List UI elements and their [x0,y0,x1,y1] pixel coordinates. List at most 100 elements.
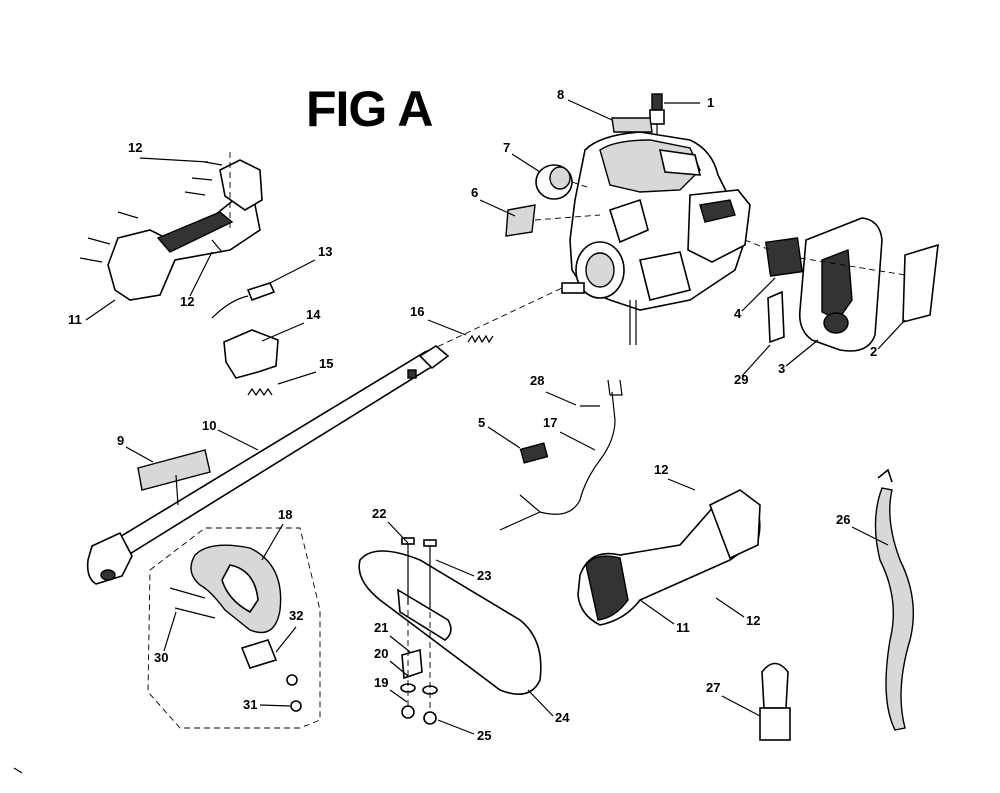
warning-label [611,117,653,133]
shaft-decal [137,449,211,491]
leader-line-c32 [275,626,297,653]
leader-line-c18 [261,523,284,561]
fuel-cap [535,164,591,200]
leader-line-c12c [667,478,696,491]
leader-line-c22 [387,521,409,544]
callout-c12d: 12 [746,613,760,628]
cover-label [902,243,939,324]
callout-c17: 17 [543,415,557,430]
callout-c24: 24 [555,710,570,725]
leader-line-c23 [435,559,475,577]
callout-c22: 22 [372,506,386,521]
callout-c10: 10 [202,418,216,433]
callout-c30: 30 [154,650,168,665]
callout-layer: 1234567891011111212121213141516171819202… [68,87,906,743]
callout-c19: 19 [374,675,388,690]
callout-c4: 4 [734,306,742,321]
callout-c15: 15 [319,356,333,371]
leader-line-c16 [427,319,467,336]
callout-c18: 18 [278,507,292,522]
leader-line-c11a [85,299,116,321]
callout-c32: 32 [289,608,303,623]
shoulder-strap [874,468,914,731]
callout-c31: 31 [243,697,257,712]
primer-label [505,204,536,237]
callout-c28: 28 [530,373,544,388]
throttle-cable [211,282,276,319]
leader-line-c12b [189,251,213,297]
leader-line-c10 [217,429,259,451]
leader-line-c4 [741,277,776,312]
callout-c21: 21 [374,620,388,635]
gearbox-housing [577,489,761,626]
leader-line-c2 [877,319,906,350]
drive-shaft [86,345,450,585]
callout-c13: 13 [318,244,332,259]
figure-title: FIG A [306,81,433,137]
callout-c12c: 12 [654,462,668,477]
leader-line-c17 [559,431,596,451]
callout-c26: 26 [836,512,850,527]
leader-line-c20 [389,660,409,677]
callout-c11b: 11 [676,620,690,635]
callout-c2: 2 [870,344,877,359]
leader-line-c3 [785,339,819,367]
leader-line-c6 [479,199,516,217]
callout-c9: 9 [117,433,124,448]
leader-line-c14 [261,322,305,342]
leader-line-c19 [389,689,408,703]
assist-handle-kit [147,527,321,729]
leader-line-c30 [163,611,177,652]
callout-c25: 25 [477,728,491,743]
callout-c14: 14 [306,307,321,322]
callout-c29: 29 [734,372,748,387]
foam-pad [767,290,785,344]
leader-line-c27 [721,695,761,717]
leader-line-c13 [269,259,316,284]
callout-c12a: 12 [128,140,142,155]
callout-c12b: 12 [180,294,194,309]
leader-line-c12d [715,597,745,618]
leader-line-c21 [389,635,411,653]
callout-c16: 16 [410,304,424,319]
callout-c27: 27 [706,680,720,695]
callout-c1: 1 [707,95,714,110]
callout-c23: 23 [477,568,491,583]
callout-c8: 8 [557,87,564,102]
handle-hardware [400,537,438,725]
stop-switch [519,442,549,464]
throttle-trigger [223,329,279,379]
callout-c5: 5 [478,415,485,430]
trigger-spring [247,387,273,397]
leader-line-c25 [437,719,475,735]
callout-c6: 6 [471,185,478,200]
air-filter [764,237,804,277]
spark-plug-wrench [759,662,791,741]
throttle-housing [107,159,263,301]
leader-line-c26 [851,526,889,546]
ignition-wire [499,379,623,531]
callout-c3: 3 [778,361,785,376]
callout-c11a: 11 [68,312,82,327]
leader-line-c28 [545,391,577,406]
air-filter-cover [798,217,883,352]
leader-line-c15 [277,371,317,385]
leader-line-c11b [639,599,675,625]
leader-line-c7 [511,153,541,173]
callout-c7: 7 [503,140,510,155]
leader-line-c8 [567,99,613,121]
stray-mark [13,767,23,774]
leader-line-c12a [139,157,209,163]
leader-line-c9 [125,446,154,463]
leader-line-c29 [741,344,771,377]
leader-line-c31 [259,704,291,707]
callout-c20: 20 [374,646,388,661]
spark-plug [649,93,665,134]
leader-line-c5 [487,426,521,449]
engine-assembly [561,131,751,345]
loop-handle [358,550,542,696]
spring [467,334,494,344]
leader-line-c24 [527,689,554,717]
